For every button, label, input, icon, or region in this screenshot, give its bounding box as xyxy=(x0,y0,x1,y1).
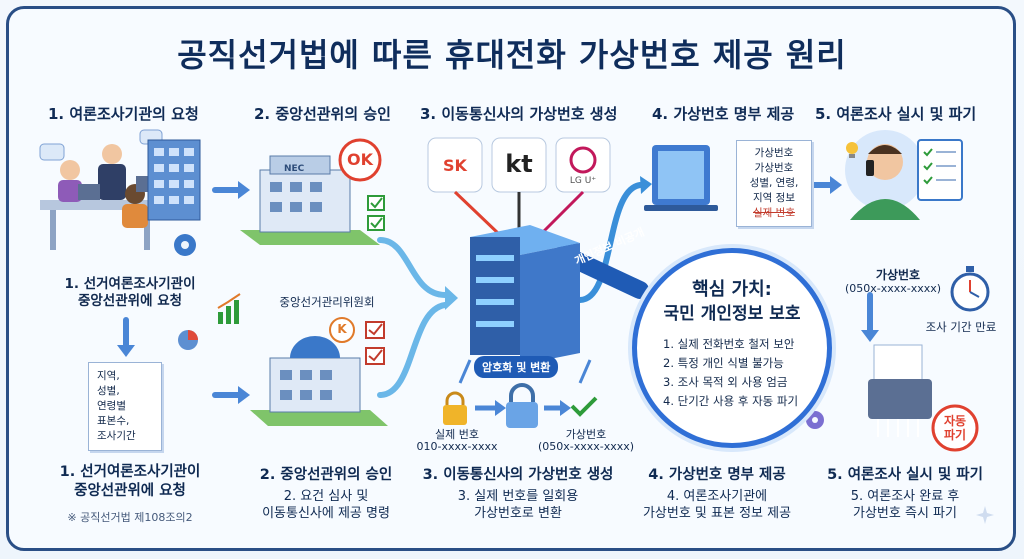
checklist-icon xyxy=(367,195,385,231)
bottom-step-2: 2. 중앙선관위의 승인 2. 요건 심사 및 이동통신사에 제공 명령 xyxy=(236,463,416,522)
carrier-kt: kt xyxy=(505,150,533,178)
carrier-sk: SK xyxy=(443,156,467,175)
bottom-step-5: 5. 여론조사 실시 및 파기 5. 여론조사 완료 후 가상번호 즉시 파기 xyxy=(810,463,1000,522)
core-item: 1. 실제 전화번호 철저 보안 xyxy=(663,337,795,351)
gear-icon-small xyxy=(806,411,824,429)
roster-tablet-icon xyxy=(644,145,718,211)
lock-icon-real xyxy=(443,391,467,425)
arrow-2-3-top xyxy=(377,237,448,298)
nec-caption: 중앙선거관리위원회 xyxy=(279,295,375,309)
carrier-tiles xyxy=(427,137,611,193)
law-note: ※ 공직선거법 제108조의2 xyxy=(67,511,193,524)
bar-chart-icon xyxy=(217,293,241,324)
bottom-step-1-title: 1. 선거여론조사기관이 중앙선관위에 요청 xyxy=(59,464,201,499)
bottom-step-3-desc: 3. 실제 번호를 일회용 가상번호로 변환 xyxy=(457,489,579,521)
real-number-label: 실제 번호 xyxy=(435,428,479,441)
doc-line: 지역, xyxy=(97,370,120,382)
shredder-icon xyxy=(868,344,932,437)
flow-arrows xyxy=(123,182,873,398)
carrier-lg: LG U⁺ xyxy=(569,176,597,186)
roster-line-struck: 실제 번호 xyxy=(753,207,795,219)
shred-stamp-icon xyxy=(931,404,979,452)
ok-stamp-icon xyxy=(338,138,382,182)
survey-virtual-value: (050x-xxxx-xxxx) xyxy=(844,282,942,295)
step-3-header: 3. 이동통신사의 가상번호 생성 xyxy=(420,105,618,123)
check-icon xyxy=(570,396,598,417)
pie-chart-icon xyxy=(178,330,198,350)
surveyor-person xyxy=(845,130,925,220)
bottom-step-2-title: 2. 중앙선관위의 승인 xyxy=(259,467,393,483)
bottom-step-5-title: 5. 여론조사 실시 및 파기 xyxy=(827,467,983,483)
stopwatch-icon xyxy=(950,266,990,312)
period-end-label: 조사 기간 만료 xyxy=(925,320,997,334)
bottom-step-5-desc: 5. 여론조사 완료 후 가상번호 즉시 파기 xyxy=(850,489,960,521)
arrow-heads xyxy=(117,176,879,404)
doc-line: 연령별 xyxy=(97,400,126,412)
office-scene xyxy=(39,129,163,250)
core-title-1: 핵심 가치: xyxy=(692,279,772,300)
encrypt-badge: 암호화 및 변환 xyxy=(474,356,559,378)
bottom-step-3-title: 3. 이동통신사의 가상번호 생성 xyxy=(422,467,614,483)
page-title: 공직선거법에 따른 휴대전화 가상번호 제공 원리 xyxy=(177,36,847,74)
checklist-board-icon xyxy=(917,139,963,201)
nec-building-top xyxy=(240,155,380,245)
bottom-step-3: 3. 이동통신사의 가상번호 생성 3. 실제 번호를 일회용 가상번호로 변환 xyxy=(418,463,618,522)
bottom-step-4-desc: 4. 여론조사기관에 가상번호 및 표본 정보 제공 xyxy=(642,489,792,521)
roster-line: 지역 정보 xyxy=(753,192,795,204)
core-title-2: 국민 개인정보 보호 xyxy=(663,304,801,324)
k-mark-icon xyxy=(329,317,355,343)
bottom-step-2-desc: 2. 요건 심사 및 이동통신사에 제공 명령 xyxy=(262,489,390,521)
arrow-3-4 xyxy=(577,182,643,303)
bottom-step-4: 4. 가상번호 명부 제공 4. 여론조사기관에 가상번호 및 표본 정보 제공 xyxy=(622,463,812,522)
step-1-header: 1. 여론조사기관의 요청 xyxy=(48,105,199,123)
bottom-step-1: 1. 선거여론조사기관이 중앙선관위에 요청 ※ 공직선거법 제108조의2 xyxy=(40,463,220,526)
bottom-step-4-title: 4. 가상번호 명부 제공 xyxy=(648,467,786,483)
core-item: 3. 조사 목적 외 사용 엄금 xyxy=(663,375,788,389)
nec-sign: NEC xyxy=(284,164,305,174)
core-item: 2. 특정 개인 식별 불가능 xyxy=(663,356,784,370)
core-list: 1. 실제 전화번호 철저 보안 2. 특정 개인 식별 불가능 3. 조사 목… xyxy=(663,335,798,411)
step-5-header: 5. 여론조사 실시 및 파기 xyxy=(815,105,977,123)
step-1-caption: 1. 선거여론조사기관이 중앙선관위에 요청 xyxy=(64,276,196,309)
carrier-links xyxy=(453,190,585,237)
request-document: 지역, 성별, 연령별 표본수, 조사기간 xyxy=(88,362,162,451)
server-icon xyxy=(470,225,580,365)
gear-icon xyxy=(174,234,196,256)
sparkle-icon xyxy=(976,506,994,524)
survey-virtual-label: 가상번호 xyxy=(875,268,921,282)
roster-line: 가상번호 xyxy=(754,147,794,159)
arrow-2-3-bottom xyxy=(377,302,448,398)
k-mark-label: K xyxy=(337,322,347,336)
doc-line: 조사기간 xyxy=(97,430,136,442)
virtual-number-value: (050x-xxxx-xxxx) xyxy=(537,440,635,453)
roster-line: 성별, 연령, xyxy=(749,177,799,189)
roster-document: 가상번호 가상번호 성별, 연령, 지역 정보 실제 번호 xyxy=(736,140,812,227)
office-building-icon xyxy=(147,139,201,221)
lightbulb-icon xyxy=(846,142,858,158)
lock-icon-virtual xyxy=(506,383,538,428)
virtual-number-label: 가상번호 xyxy=(565,428,607,441)
core-value-circle: 핵심 가치: 국민 개인정보 보호 1. 실제 전화번호 철저 보안 2. 특정… xyxy=(632,248,832,448)
ok-stamp-label: OK xyxy=(347,150,373,169)
step-2-header: 2. 중앙선관위의 승인 xyxy=(254,105,391,123)
doc-line: 표본수, xyxy=(97,415,130,427)
real-number-value: 010-xxxx-xxxx xyxy=(416,440,498,453)
step-4-header: 4. 가상번호 명부 제공 xyxy=(652,105,795,123)
roster-line: 가상번호 xyxy=(754,162,794,174)
doc-line: 성별, xyxy=(97,385,120,397)
checkbox-icon xyxy=(365,321,385,365)
nec-building-bottom xyxy=(250,336,388,426)
core-item: 4. 단기간 사용 후 자동 파기 xyxy=(663,394,799,408)
